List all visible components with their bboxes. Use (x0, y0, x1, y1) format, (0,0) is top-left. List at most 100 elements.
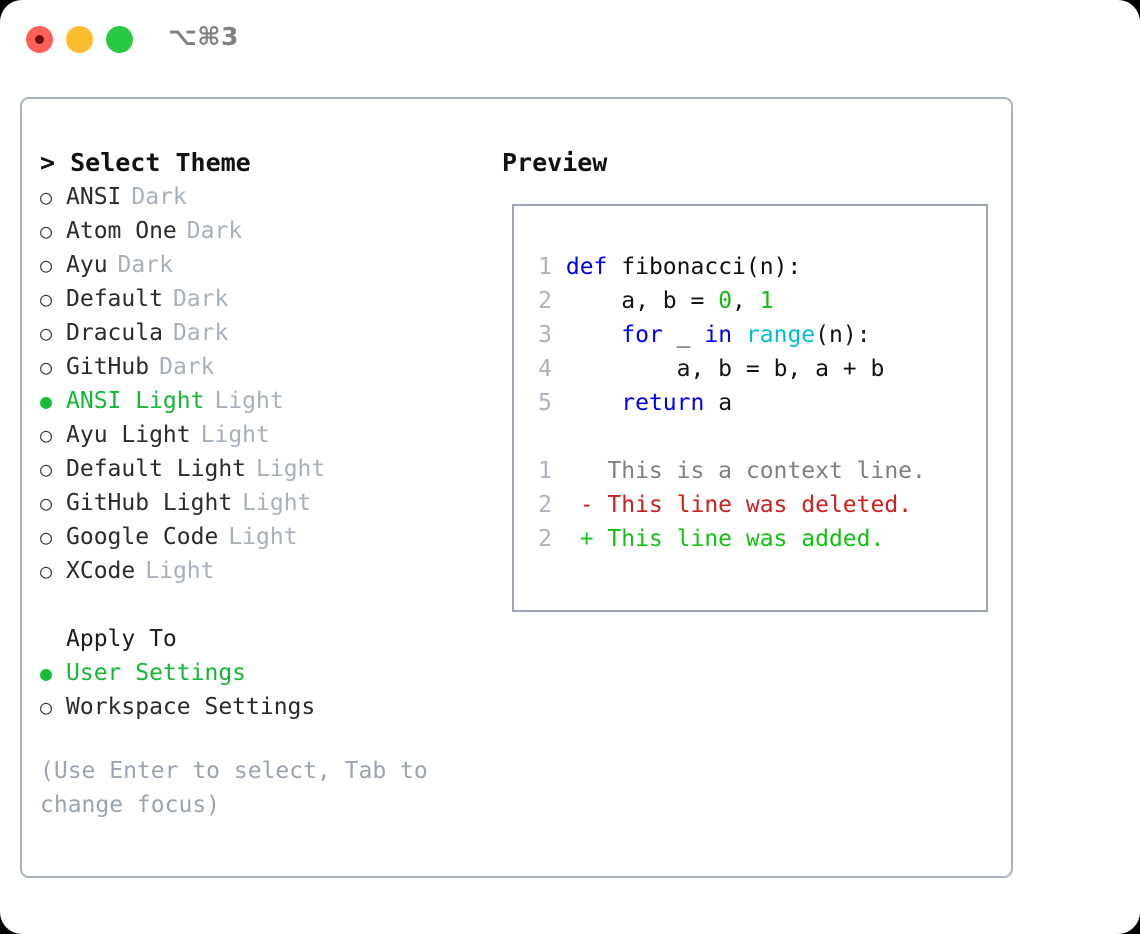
theme-option-kind: Light (228, 524, 298, 550)
theme-option-kind: Dark (172, 286, 229, 312)
diff-line-text: This is a context line. (552, 458, 926, 484)
code-token (566, 322, 621, 348)
apply-to-option-label: User Settings (66, 660, 247, 686)
preview-column: Preview 1 def fibonacci(n):2 a, b = 0, 1… (502, 146, 992, 612)
close-button[interactable] (26, 26, 53, 53)
theme-option-github[interactable]: ○ GitHub Dark (40, 350, 490, 384)
code-token: , (732, 288, 760, 314)
keyboard-shortcut-label: ⌥⌘3 (168, 22, 239, 51)
theme-option-label: XCode (66, 558, 136, 584)
theme-option-kind: Dark (186, 218, 243, 244)
line-number: 1 (538, 458, 552, 484)
theme-option-label: GitHub (66, 354, 150, 380)
theme-option-label: Default Light (66, 456, 247, 482)
theme-option-label: GitHub Light (66, 490, 233, 516)
code-line: 1 def fibonacci(n): (530, 250, 926, 284)
radio-unselected-icon: ○ (40, 219, 53, 243)
code-line: 2 a, b = 0, 1 (530, 284, 926, 318)
code-token: a, b = (565, 288, 719, 314)
code-token: 1 (759, 288, 774, 314)
line-number: 2 (538, 492, 552, 518)
maximize-button[interactable] (106, 26, 133, 53)
radio-unselected-icon: ○ (40, 559, 53, 583)
theme-option-atom-one[interactable]: ○ Atom One Dark (40, 214, 490, 248)
theme-option-label: Google Code (66, 524, 219, 550)
code-token (732, 322, 746, 348)
code-token: in (704, 322, 733, 348)
theme-option-kind: Dark (159, 354, 215, 380)
theme-option-default-light[interactable]: ○ Default Light Light (40, 452, 490, 486)
diff-line-context: 1 This is a context line. (530, 454, 926, 488)
apply-to-list[interactable]: ● User Settings ○Workspace Settings (40, 656, 490, 724)
apply-to-option-user-settings[interactable]: ● User Settings (40, 656, 490, 690)
theme-option-kind: Light (256, 456, 326, 482)
radio-unselected-icon: ○ (40, 287, 53, 311)
preview-heading: Preview (502, 148, 608, 177)
line-number: 3 (538, 322, 552, 348)
theme-option-ayu-light[interactable]: ○ Ayu Light Light (40, 418, 490, 452)
keyboard-hint-text: (Use Enter to select, Tab to change focu… (40, 758, 428, 818)
code-line: 4 a, b = b, a + b (530, 352, 926, 386)
theme-option-label: Ayu (66, 252, 108, 278)
code-token: a (704, 390, 733, 416)
title-bar: ⌥⌘3 (0, 0, 1140, 78)
radio-unselected-icon: ○ (40, 525, 53, 549)
theme-option-kind: Light (200, 422, 270, 448)
minimize-button[interactable] (66, 26, 93, 53)
diff-line-text: - This line was deleted. (552, 492, 913, 518)
theme-option-kind: Dark (172, 320, 229, 346)
code-line: 3 for _ in range(n): (530, 318, 926, 352)
radio-unselected-icon: ○ (40, 355, 53, 379)
code-line: 5 return a (530, 386, 926, 420)
theme-option-kind: Dark (131, 184, 187, 210)
apply-to-option-workspace-settings[interactable]: ○Workspace Settings (40, 690, 490, 724)
theme-option-default[interactable]: ○ Default Dark (40, 282, 490, 316)
radio-selected-icon: ● (40, 661, 53, 685)
theme-option-xcode[interactable]: ○ XCode Light (40, 554, 490, 588)
code-token: def (565, 254, 608, 280)
theme-option-label: Default (66, 286, 163, 312)
diff-line-add: 2 + This line was added. (530, 522, 926, 556)
theme-option-label: ANSI (66, 184, 122, 210)
code-token: a, b = b, a + b (565, 356, 885, 382)
line-number: 4 (538, 356, 552, 382)
theme-option-kind: Light (145, 558, 215, 584)
select-theme-heading: > Select Theme (40, 148, 251, 177)
code-token: (n): (815, 322, 871, 348)
theme-option-google-code[interactable]: ○ Google Code Light (40, 520, 490, 554)
line-number: 2 (538, 526, 552, 552)
radio-unselected-icon: ○ (40, 457, 53, 481)
theme-option-kind: Light (242, 490, 312, 516)
theme-option-label: Ayu Light (66, 422, 191, 448)
theme-option-label: Atom One (66, 218, 177, 244)
code-token: 0 (718, 288, 733, 314)
radio-unselected-icon: ○ (40, 321, 53, 345)
code-token (607, 254, 621, 280)
code-token (566, 390, 621, 416)
theme-option-ayu[interactable]: ○ Ayu Dark (40, 248, 490, 282)
diff-line-del: 2 - This line was deleted. (530, 488, 926, 522)
list-spacer (40, 588, 490, 622)
radio-unselected-icon: ○ (40, 491, 53, 515)
theme-option-github-light[interactable]: ○ GitHub Light Light (40, 486, 490, 520)
theme-option-kind: Dark (117, 252, 173, 278)
code-token: fibonacci(n): (621, 254, 802, 280)
theme-option-kind: Light (214, 388, 284, 414)
code-token: return (621, 390, 705, 416)
radio-unselected-icon: ○ (40, 695, 53, 719)
line-number: 5 (538, 390, 552, 416)
radio-unselected-icon: ○ (40, 423, 53, 447)
code-token: _ (662, 322, 705, 348)
radio-unselected-icon: ○ (40, 253, 53, 277)
theme-option-label: ANSI Light (66, 388, 205, 414)
code-diff-separator (530, 420, 926, 454)
